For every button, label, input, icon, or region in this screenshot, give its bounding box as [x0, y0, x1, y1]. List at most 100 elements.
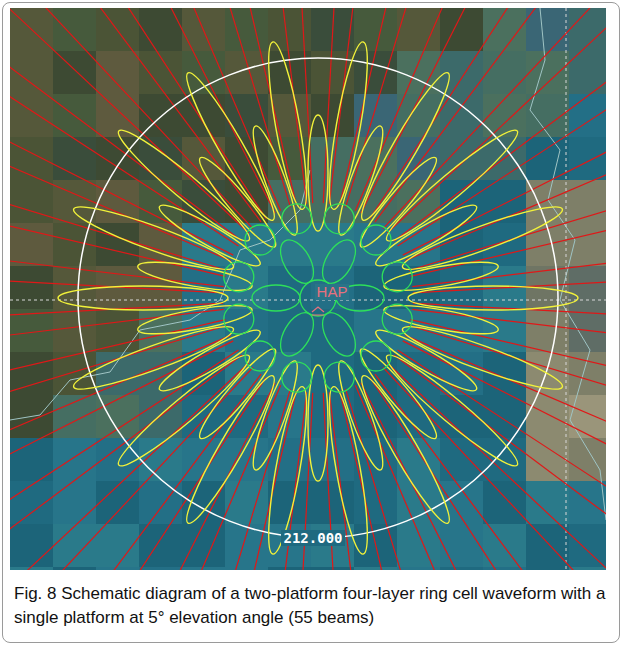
- beam-edge-line: [10, 8, 253, 229]
- beam-edge-line: [323, 8, 346, 203]
- terrain-tile: [96, 309, 140, 353]
- platform-label: HAP: [315, 284, 350, 300]
- figure-caption: Fig. 8 Schematic diagram of a two-platfo…: [14, 582, 610, 630]
- beam-edge-line: [405, 94, 606, 261]
- terrain-tile: [268, 94, 312, 138]
- beam-edge-line: [361, 8, 553, 213]
- terrain-tile: [569, 223, 606, 267]
- beam-edge-line: [10, 303, 223, 326]
- terrain-tile: [569, 180, 606, 224]
- ring-beam: [324, 362, 354, 392]
- ring-beam: [252, 285, 300, 311]
- beam-edge-line: [370, 378, 602, 570]
- terrain-tile: [354, 8, 398, 52]
- outer-beam: [398, 318, 566, 399]
- ring-beam: [361, 341, 391, 371]
- terrain-tile: [10, 524, 54, 568]
- terrain-tile: [526, 51, 570, 95]
- terrain-tile: [53, 524, 97, 568]
- terrain-tile: [10, 567, 54, 570]
- beam-edge-line: [10, 8, 242, 241]
- beam-edge-line: [411, 320, 606, 417]
- terrain-tile: [139, 180, 183, 224]
- terrain-tile: [10, 223, 54, 267]
- terrain-tile: [139, 567, 183, 570]
- beam-edge-line: [10, 8, 261, 222]
- beam-edge-line: [412, 309, 606, 360]
- terrain-tile: [483, 94, 527, 138]
- terrain-tile: [182, 481, 226, 525]
- ring-beam: [224, 304, 254, 334]
- terrain-tile: [10, 481, 54, 525]
- beam-edge-line: [403, 63, 606, 255]
- terrain-tile: [354, 438, 398, 482]
- terrain-tile: [182, 567, 226, 570]
- ring-beam: [245, 341, 275, 371]
- beam-edge-line: [340, 8, 437, 205]
- range-label: 212.000: [281, 530, 344, 546]
- terrain-tile: [440, 352, 484, 396]
- outer-beam: [70, 198, 238, 279]
- beam-edge-line: [10, 309, 224, 360]
- terrain-tile: [10, 266, 54, 310]
- terrain-tile: [96, 180, 140, 224]
- outer-beam: [353, 67, 459, 226]
- outer-beam: [246, 358, 304, 474]
- beam-edge-line: [387, 363, 606, 570]
- terrain-tile: [10, 137, 54, 181]
- coastline: [10, 170, 310, 420]
- terrain-tile: [483, 51, 527, 95]
- terrain-tile: [526, 309, 570, 353]
- terrain-tile: [53, 438, 97, 482]
- beam-edge-line: [413, 303, 606, 326]
- terrain-tile: [182, 352, 226, 396]
- beam-edge-line: [289, 8, 312, 203]
- beam-edge-line: [411, 180, 606, 277]
- crosshair-line: [10, 300, 606, 301]
- beam-edge-line: [412, 236, 606, 287]
- terrain-tile: [311, 481, 355, 525]
- terrain-tile: [311, 352, 355, 396]
- beam-edge-line: [387, 8, 606, 233]
- terrain-tile: [483, 352, 527, 396]
- beam-edge-line: [409, 326, 606, 449]
- terrain-tile: [569, 137, 606, 181]
- beam-edge-line: [346, 389, 469, 570]
- beam-edge-line: [413, 269, 606, 292]
- terrain-tile: [569, 481, 606, 525]
- terrain-tile: [268, 8, 312, 52]
- beam-edge-line: [10, 269, 223, 292]
- coverage-circle: [78, 58, 558, 538]
- terrain-tile: [569, 266, 606, 310]
- ring-beam: [245, 225, 275, 255]
- ring-beam: [382, 262, 412, 292]
- outer-beam: [379, 122, 525, 250]
- terrain-tile: [483, 395, 527, 439]
- beam-pattern: [10, 8, 606, 570]
- beam-edge-line: [34, 378, 266, 570]
- beam-edge-line: [398, 350, 606, 570]
- terrain-tile: [526, 481, 570, 525]
- terrain-tile: [569, 524, 606, 568]
- outer-beam: [246, 123, 304, 239]
- terrain-tile: [440, 567, 484, 570]
- beam-edge-line: [403, 341, 606, 533]
- terrain-tile: [225, 266, 269, 310]
- terrain-tile: [96, 395, 140, 439]
- terrain-tile: [268, 309, 312, 353]
- beam-edge-line: [200, 8, 297, 205]
- terrain-tile: [139, 223, 183, 267]
- outer-beam: [178, 67, 284, 226]
- terrain-tile: [182, 524, 226, 568]
- terrain-tile: [397, 481, 441, 525]
- beam-edge-line: [383, 367, 606, 570]
- terrain-tile: [569, 94, 606, 138]
- outer-beam: [136, 300, 254, 340]
- terrain-tile: [483, 8, 527, 52]
- outer-beam: [408, 286, 578, 310]
- beam-edge-line: [10, 14, 238, 246]
- terrain-tile: [10, 51, 54, 95]
- outer-beam: [382, 300, 500, 340]
